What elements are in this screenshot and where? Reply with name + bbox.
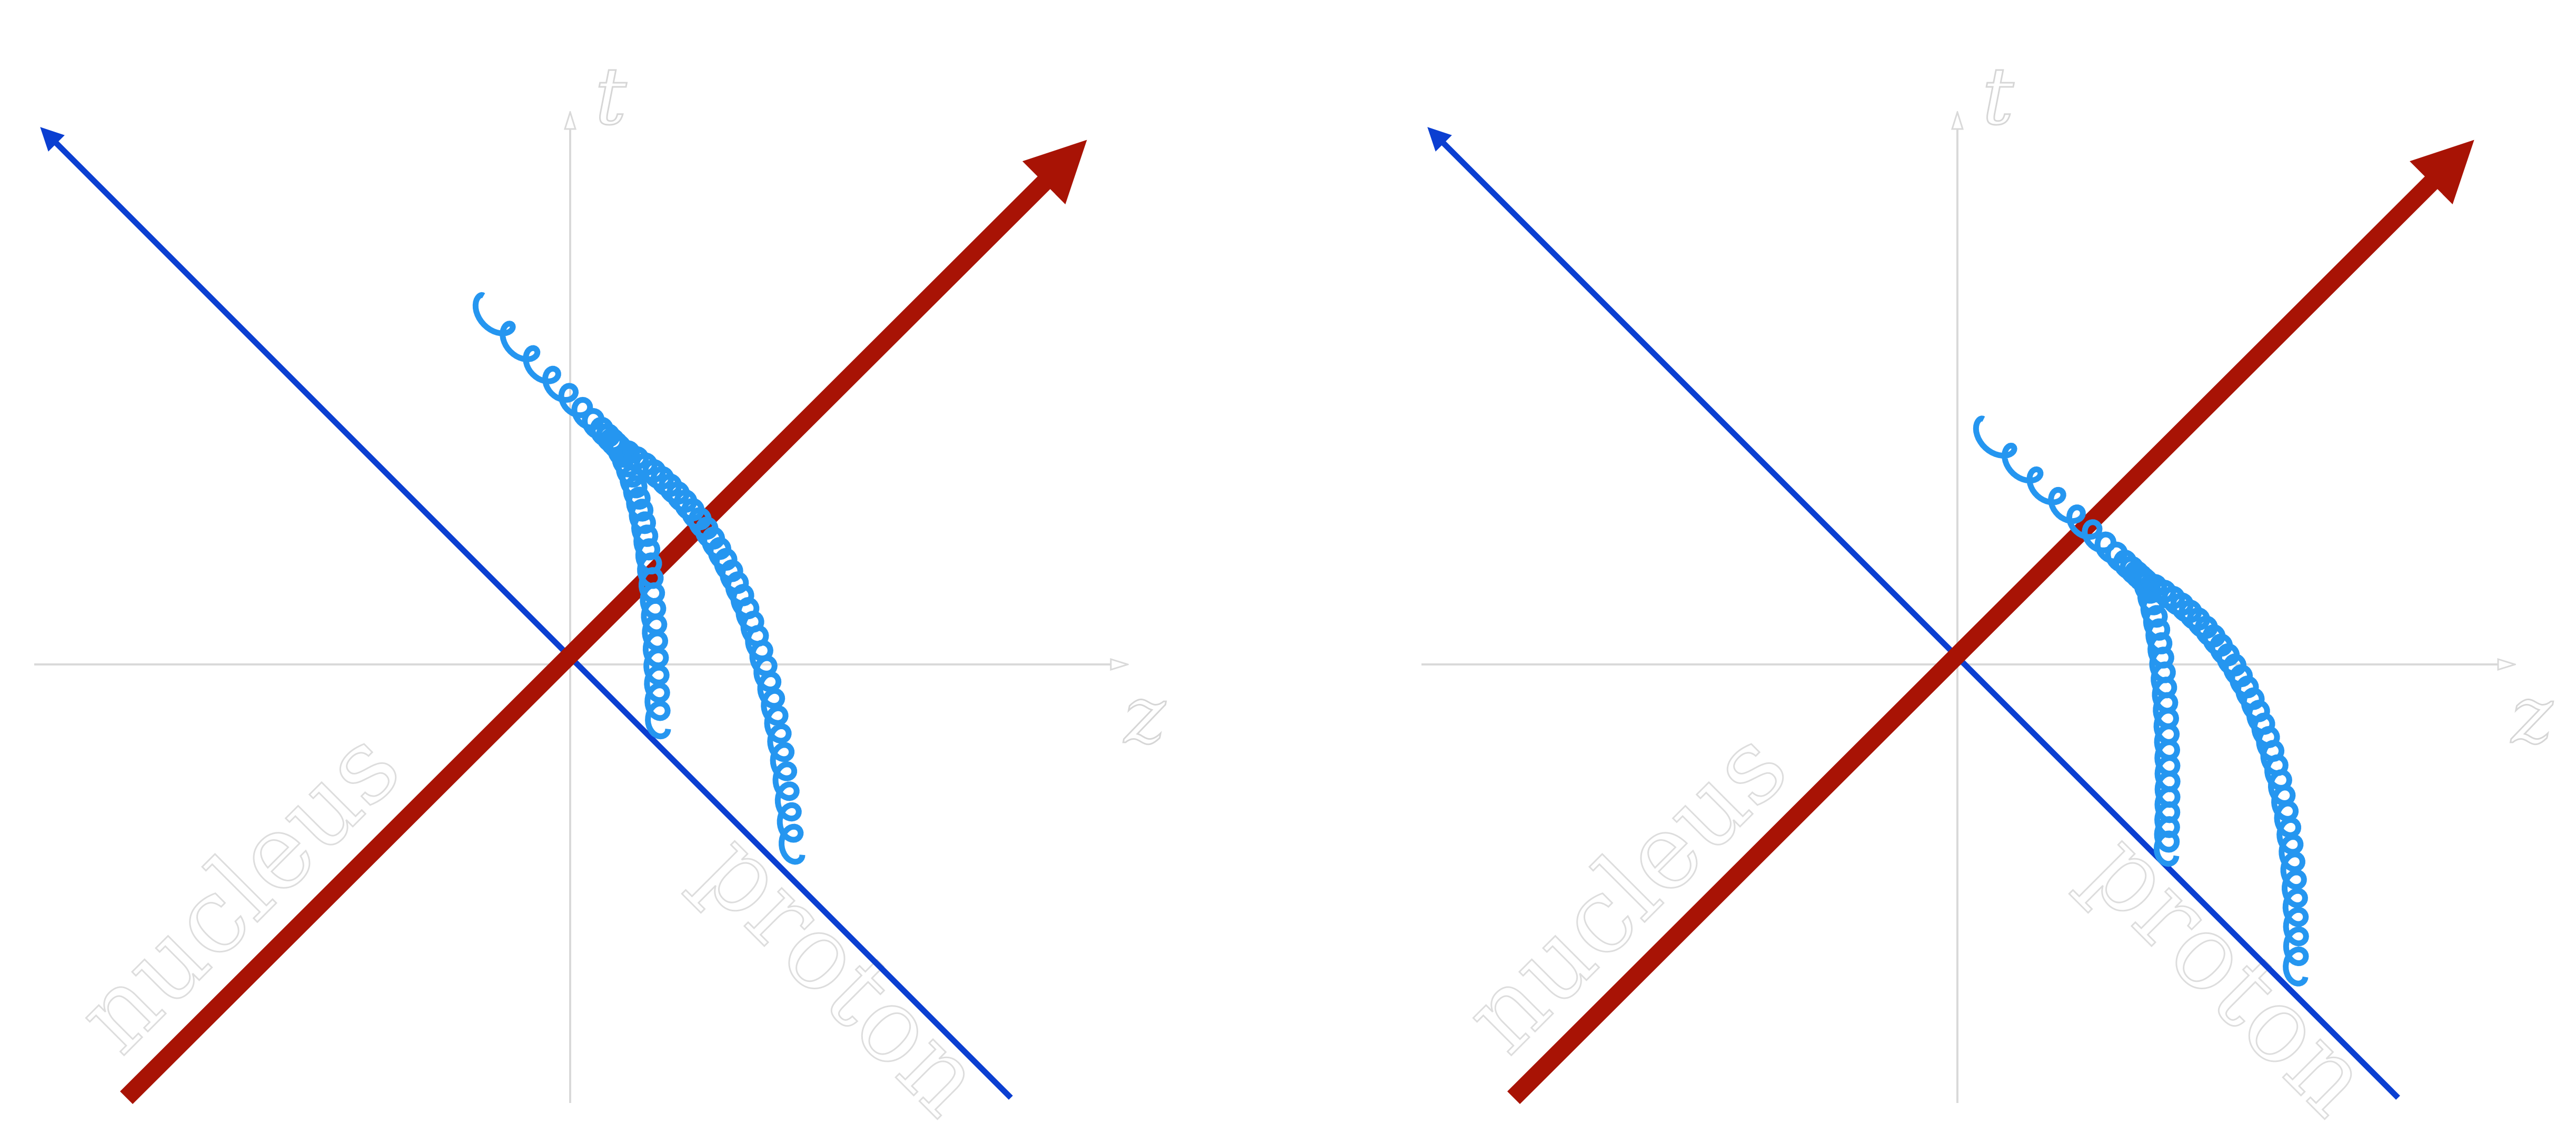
gluon-emissions bbox=[1973, 415, 2309, 987]
proton-worldline bbox=[1427, 127, 2400, 1100]
gluon-emissions bbox=[472, 292, 805, 865]
proton-label: proton bbox=[2065, 809, 2394, 1138]
gluon-line bbox=[607, 435, 671, 740]
t-axis-label: t bbox=[595, 51, 627, 143]
t-axis-label: t bbox=[1982, 51, 2014, 143]
nucleus-worldline-arrow bbox=[1507, 140, 2474, 1105]
nucleus-label: nucleus bbox=[1441, 707, 1810, 1076]
z-axis-label: z bbox=[2510, 670, 2553, 761]
z-axis-label: z bbox=[1123, 670, 1166, 761]
gluon-line bbox=[472, 292, 632, 462]
gluon-line bbox=[1973, 415, 2160, 595]
proton-label: proton bbox=[678, 809, 1007, 1138]
gluon-line bbox=[2134, 569, 2309, 987]
panel-right: t z nucleus proton bbox=[1421, 51, 2554, 1139]
proton-worldline bbox=[40, 127, 1013, 1100]
nucleus-worldline-arrow bbox=[120, 140, 1087, 1105]
nucleus-label: nucleus bbox=[54, 707, 423, 1076]
gluon-line bbox=[2134, 569, 2181, 867]
gluon-line bbox=[608, 434, 805, 865]
panel-left: t z nucleus proton bbox=[34, 51, 1167, 1139]
